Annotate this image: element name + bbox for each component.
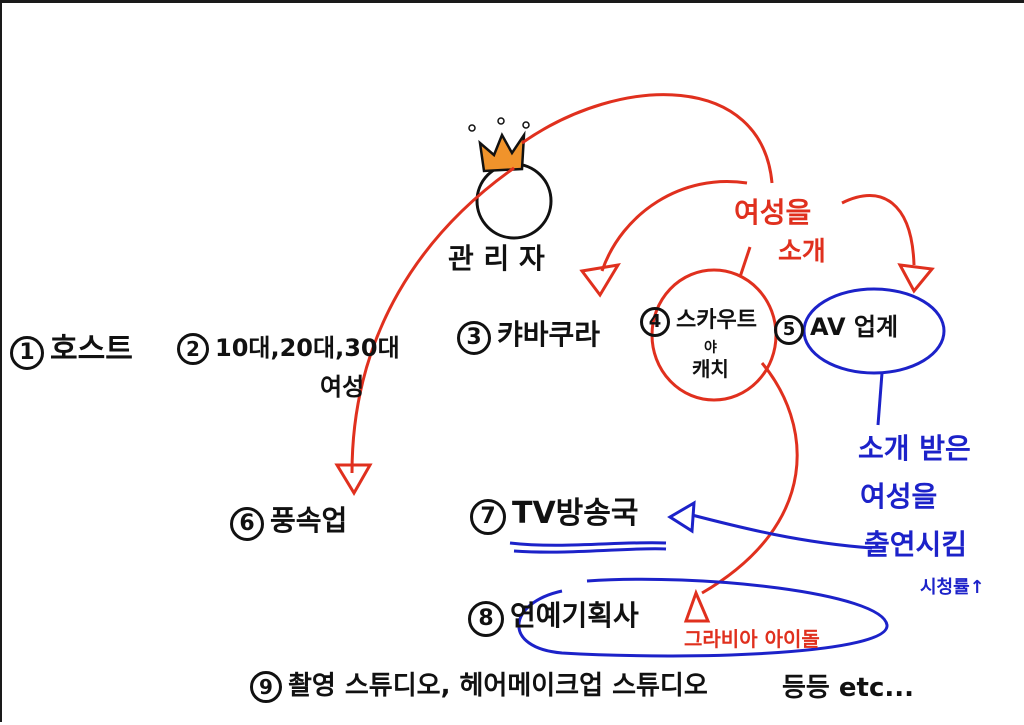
admin-head-circle [475, 162, 553, 240]
arrow-to-7 [691, 513, 873, 550]
node-3-number: 3 [457, 321, 491, 355]
arrow-to-3 [600, 180, 748, 272]
crown-icon [468, 117, 530, 173]
arrow-to-5 [841, 194, 916, 266]
line-to-4 [738, 246, 752, 278]
annotation-introduced-women-line1: 소개 받은 [858, 432, 971, 465]
annotation-introduce-women-line2: 소개 [778, 237, 826, 267]
arrow-admin-to-6 [350, 166, 515, 474]
node-9-etc: 등등 etc... [782, 673, 914, 703]
node-9-number: 9 [250, 671, 282, 703]
underline-node-7 [509, 541, 667, 554]
diagram-strokes [334, 93, 946, 658]
node-8-number: 8 [468, 601, 504, 637]
node-4-number: 4 [640, 307, 670, 337]
node-3-label: 캬바쿠라 [497, 318, 601, 351]
annotation-introduce-women-line1: 여성을 [734, 196, 812, 229]
arrowhead-8 [683, 588, 711, 623]
circle-node-8 [517, 577, 889, 658]
node-1-label: 호스트 [50, 332, 133, 367]
node-4-label-line2: 캐치 [692, 357, 729, 381]
annotation-introduced-women-line3: 출연시킴 [864, 528, 968, 561]
arrowhead-3 [579, 262, 621, 298]
annotation-introduced-women-line2: 여성을 [860, 480, 938, 513]
node-9-label: 촬영 스튜디오, 헤어메이크업 스튜디오 [288, 671, 708, 701]
admin-label: 관 리 자 [448, 242, 545, 275]
arrowhead-6 [334, 463, 373, 496]
node-4-label: 스카우트 [676, 308, 757, 333]
node-5-number: 5 [774, 315, 804, 345]
circle-node-5 [802, 287, 946, 375]
node-7-number: 7 [470, 499, 506, 535]
line-from-5 [876, 372, 884, 426]
node-6-number: 6 [230, 507, 264, 541]
node-1-number: 1 [10, 336, 44, 370]
node-2-label-line2: 여성 [320, 373, 365, 401]
node-5-label: AV 업계 [810, 313, 899, 341]
node-2-number: 2 [177, 333, 209, 365]
arrow-admin-arc [521, 93, 774, 184]
annotation-gravure-idol: 그라비아 아이돌 [684, 627, 820, 651]
node-6-label: 풍속업 [270, 504, 348, 537]
node-8-label: 연예기획사 [510, 599, 639, 632]
arrowhead-5 [897, 263, 935, 294]
node-4-small-label: 야 [704, 340, 717, 356]
arrow-4-to-8 [701, 362, 799, 595]
node-7-label: TV방송국 [512, 496, 639, 531]
arrowhead-7 [667, 500, 696, 534]
node-2-label: 10대,20대,30대 [215, 334, 400, 362]
annotation-ratings-up: 시청률↑ [920, 577, 985, 598]
